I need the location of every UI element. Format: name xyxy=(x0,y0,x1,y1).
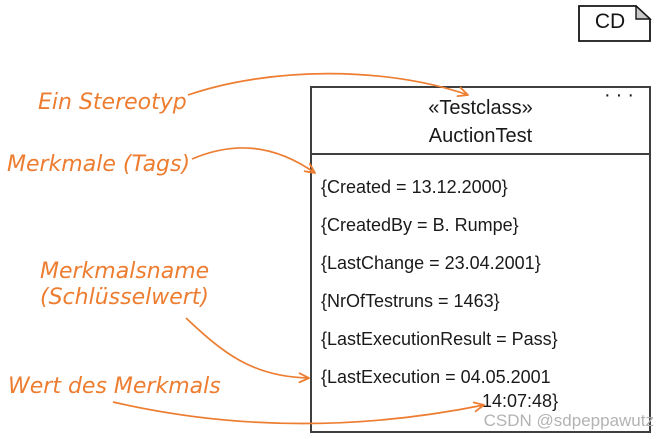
folded-corner-frame-icon xyxy=(578,4,652,42)
tag-lastchange: {LastChange = 23.04.2001} xyxy=(321,253,541,273)
tag-lastexecution-line1: {LastExecution = 04.05.2001 xyxy=(321,367,551,387)
annotation-keyname-line2: (Schlüsselwert) xyxy=(40,285,209,310)
class-name: AuctionTest xyxy=(428,125,533,147)
class-tags-compartment: {Created = 13.12.2000} {CreatedBy = B. R… xyxy=(312,155,649,413)
class-header-compartment: ··· «Testclass» AuctionTest xyxy=(312,84,649,155)
tag-lastexecutionresult: {LastExecutionResult = Pass} xyxy=(321,329,558,349)
class-stereotype: «Testclass» xyxy=(428,97,533,119)
arrow-tags xyxy=(191,147,316,174)
tag-created: {Created = 13.12.2000} xyxy=(321,177,508,197)
annotation-value: Wert des Merkmals xyxy=(8,374,221,399)
annotation-keyname: Merkmalsname (Schlüsselwert) xyxy=(40,259,209,311)
arrow-keyname xyxy=(185,317,310,384)
tag-nroftestruns: {NrOfTestruns = 1463} xyxy=(321,291,500,311)
tag-createdby: {CreatedBy = B. Rumpe} xyxy=(321,215,519,235)
uml-class-box: ··· «Testclass» AuctionTest {Created = 1… xyxy=(310,84,651,433)
tag-lastexecution-line2: 14:07:48} xyxy=(482,391,559,411)
badge-label: CD xyxy=(594,10,626,33)
watermark: CSDN @sdpeppawutz xyxy=(483,411,654,430)
ellipsis-icon: ··· xyxy=(604,84,639,106)
annotation-keyname-line1: Merkmalsname xyxy=(40,259,210,284)
annotation-tags: Merkmale (Tags) xyxy=(7,152,191,177)
tag-lastexecution: {LastExecution = 04.05.2001 14:07:48} xyxy=(321,365,641,413)
diagram-type-badge: CD xyxy=(578,4,652,43)
annotation-stereotype: Ein Stereotyp xyxy=(38,90,187,115)
